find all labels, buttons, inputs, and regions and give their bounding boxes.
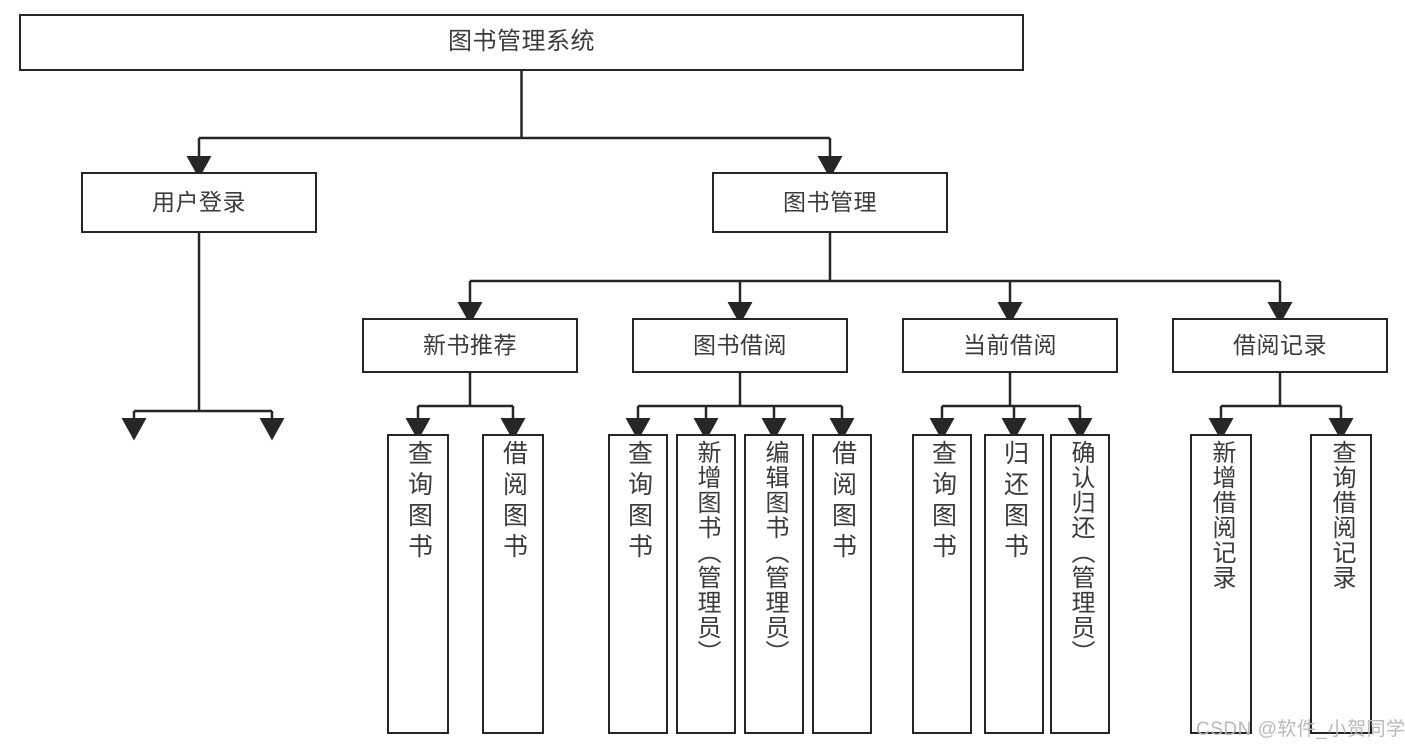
node-query-book-3[interactable]: 查询图书 (912, 434, 972, 734)
node-label-new-book-rec: 新书推荐 (423, 331, 517, 358)
node-label-root: 图书管理系统 (448, 28, 595, 56)
node-label-book-borrow: 图书借阅 (693, 331, 787, 358)
node-confirm-return[interactable]: 确认归还（管理员） (1050, 434, 1110, 734)
node-label-add-book: 新增图书（管理员） (693, 440, 720, 665)
node-label-return-book: 归还图书 (1000, 440, 1029, 564)
node-label-query-book-2: 查询图书 (624, 440, 653, 564)
node-add-book[interactable]: 新增图书（管理员） (676, 434, 736, 734)
connector-lines (121, 71, 1354, 441)
node-query-book-1[interactable]: 查询图书 (387, 434, 449, 734)
node-label-borrow-book-2: 借阅图书 (828, 440, 857, 564)
node-book-manage[interactable]: 图书管理 (712, 172, 948, 233)
node-add-borrow-record[interactable]: 新增借阅记录 (1190, 434, 1252, 734)
node-current-borrow[interactable]: 当前借阅 (902, 318, 1118, 373)
node-label-book-manage: 图书管理 (783, 188, 877, 215)
node-label-add-borrow-record: 新增借阅记录 (1208, 440, 1235, 590)
node-label-edit-book: 编辑图书（管理员） (761, 440, 788, 665)
node-user-login[interactable]: 用户登录 (81, 172, 317, 233)
node-label-query-book-3: 查询图书 (928, 440, 957, 564)
node-book-borrow[interactable]: 图书借阅 (632, 318, 848, 373)
node-label-borrow-record: 借阅记录 (1233, 331, 1327, 358)
node-label-confirm-return: 确认归还（管理员） (1067, 440, 1094, 665)
node-label-query-book-1: 查询图书 (404, 440, 433, 564)
node-borrow-book-2[interactable]: 借阅图书 (812, 434, 872, 734)
node-query-book-2[interactable]: 查询图书 (608, 434, 668, 734)
node-return-book[interactable]: 归还图书 (984, 434, 1044, 734)
node-new-book-rec[interactable]: 新书推荐 (362, 318, 578, 373)
node-borrow-record[interactable]: 借阅记录 (1172, 318, 1388, 373)
node-label-user-login: 用户登录 (152, 188, 246, 215)
node-edit-book[interactable]: 编辑图书（管理员） (744, 434, 804, 734)
node-query-borrow-record[interactable]: 查询借阅记录 (1310, 434, 1372, 734)
node-label-query-borrow-record: 查询借阅记录 (1328, 440, 1355, 590)
node-label-borrow-book-1: 借阅图书 (499, 440, 528, 564)
node-label-current-borrow: 当前借阅 (963, 331, 1057, 358)
node-root[interactable]: 图书管理系统 (19, 14, 1024, 71)
node-borrow-book-1[interactable]: 借阅图书 (482, 434, 544, 734)
